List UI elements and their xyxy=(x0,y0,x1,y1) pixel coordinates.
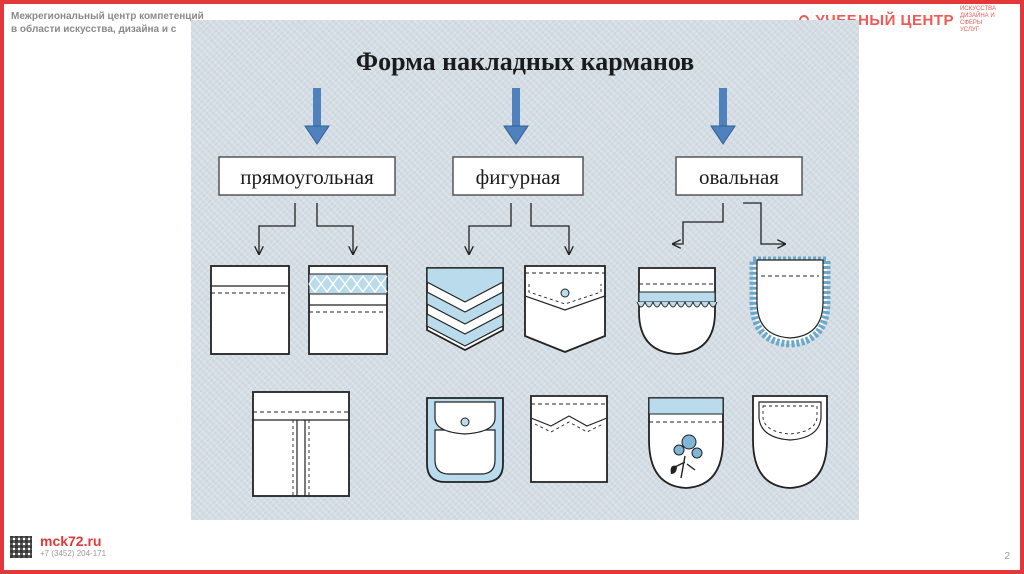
pocket-oval-lace xyxy=(636,267,718,355)
pocket-oval-simple xyxy=(752,395,828,489)
brand-subtitle: ИСКУССТВА ДИЗАЙНА И СФЕРЫ УСЛУГ xyxy=(960,6,996,33)
pocket-oval-lace-trim xyxy=(749,256,831,348)
org-header: Межрегиональный центр компетенций в обла… xyxy=(11,10,204,36)
title-arrow-right xyxy=(710,88,736,145)
footer-contacts: mck72.ru +7 (3452) 204-171 xyxy=(10,534,106,559)
pocket-diagram: Форма накладных карманов прямоугольная ф… xyxy=(210,47,831,497)
category-label-oval: овальная xyxy=(699,165,779,189)
footer-phone: +7 (3452) 204-171 xyxy=(40,549,107,558)
org-line-1: Межрегиональный центр компетенций xyxy=(11,11,204,22)
title-arrow-left xyxy=(304,88,330,145)
category-label-rectangular: прямоугольная xyxy=(240,165,374,189)
pocket-rect-plain xyxy=(210,265,290,355)
pocket-figured-flap xyxy=(524,265,606,353)
category-box-figured: фигурная xyxy=(452,156,584,196)
footer-site-link[interactable]: mck72.ru xyxy=(40,533,102,549)
connector-arrows xyxy=(259,202,785,254)
category-box-oval: овальная xyxy=(675,156,803,196)
pocket-rect-patterned xyxy=(308,265,388,355)
org-line-2: в области искусства, дизайна и с xyxy=(11,24,177,35)
pocket-oval-flower xyxy=(648,397,724,489)
category-label-figured: фигурная xyxy=(476,165,561,189)
qr-code-icon xyxy=(10,535,32,558)
diagram-panel: Форма накладных карманов прямоугольная ф… xyxy=(191,20,859,520)
diagram-title: Форма накладных карманов xyxy=(356,47,694,76)
title-arrow-center xyxy=(503,88,529,145)
pocket-figured-chevron xyxy=(426,267,504,352)
pocket-figured-pointed xyxy=(530,395,608,483)
pocket-rect-pleat xyxy=(252,391,350,497)
flower-icon xyxy=(670,434,703,479)
page-number: 2 xyxy=(1004,551,1010,562)
pocket-figured-blue-edge xyxy=(426,397,504,483)
category-box-rectangular: прямоугольная xyxy=(218,156,396,196)
